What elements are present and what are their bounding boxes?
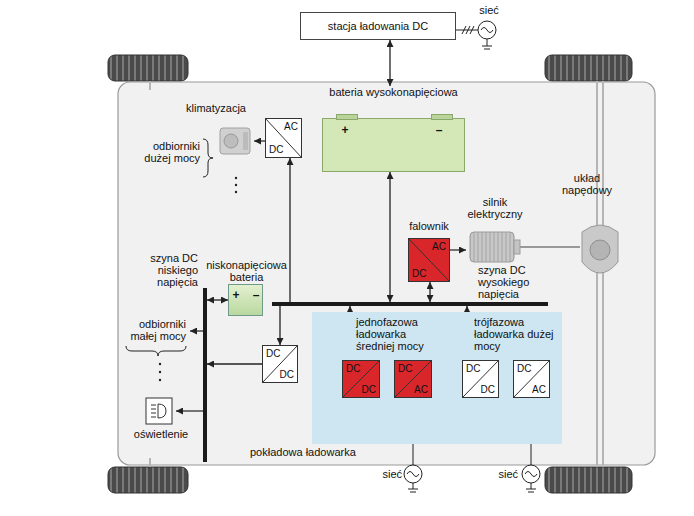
converter-box: DCDC (342, 360, 380, 398)
inverter: falownikAC DC (404, 220, 454, 282)
converter-port: AC (532, 384, 546, 395)
converter-port: DC (412, 268, 426, 279)
diagonal-line (262, 345, 298, 383)
part-label: sieć (488, 468, 518, 480)
part-label: – (432, 124, 446, 136)
bus-bar: szyna DC niskiego napięcia (203, 288, 207, 462)
diagonal-line (342, 360, 380, 398)
station-box: stacja ładowania DC (300, 12, 456, 40)
converter-box: AC DC (265, 118, 302, 158)
battery-label: bateria wysokonapięciowa (322, 86, 465, 98)
connector (389, 172, 390, 302)
converter-port: DC (517, 363, 531, 374)
part-label: + (230, 289, 242, 301)
diagonal-line (408, 238, 450, 282)
converter-box: DCAC (513, 360, 550, 398)
inverter-label: falownik (404, 220, 454, 232)
region-label: pokładowa ładowarka (250, 446, 356, 458)
converter-port: AC (432, 241, 446, 252)
connector (279, 306, 280, 345)
part-label: oświetlenie (126, 428, 196, 440)
converter-box: DCDC (262, 345, 298, 383)
converter-port: AC (414, 384, 428, 395)
brace (203, 139, 213, 177)
part-label: + (338, 124, 352, 136)
battery-terminal (336, 114, 358, 120)
converter-port: DC (481, 384, 495, 395)
part-label: sieć (372, 468, 402, 480)
part-label: silnik elektryczny (460, 196, 530, 220)
converter-port: AC (284, 121, 298, 132)
converter-port: DC (280, 369, 294, 380)
connector (389, 40, 390, 86)
drivetrain-icon (582, 225, 618, 273)
grid-top (456, 21, 496, 49)
diagonal-line (462, 360, 499, 398)
connector (207, 363, 262, 364)
converter-port: DC (266, 348, 280, 359)
air-conditioning-icon (220, 128, 265, 154)
connector (207, 299, 228, 300)
bus-label: szyna DC wysokiego napięcia (478, 264, 560, 300)
converter-port: DC (398, 363, 412, 374)
part-label: odbiorniki dużej mocy (124, 140, 200, 164)
converter-port: DC (362, 384, 376, 395)
diagonal-line (513, 360, 550, 398)
bus-label: szyna DC niskiego napięcia (124, 252, 198, 288)
part-label: jednofazowa ładowarka średniej mocy (356, 316, 436, 352)
converter-port: DC (269, 144, 283, 155)
converter-port: DC (466, 363, 480, 374)
connector (289, 158, 290, 302)
converter-box: DCDC (462, 360, 499, 398)
part-label: układ napędowy (552, 172, 622, 196)
chassis (118, 82, 655, 465)
converter-box: DCAC (394, 360, 432, 398)
station-label: stacja ładowania DC (328, 20, 428, 32)
lamp-icon (146, 398, 203, 424)
diagonal-line (394, 360, 432, 398)
diagonal-line (265, 118, 302, 158)
battery-terminal (431, 114, 453, 120)
part-label: trójfazowa ładowarka dużej mocy (474, 316, 556, 352)
motor-icon (450, 232, 580, 262)
brace (126, 346, 186, 356)
battery-label: niskonapięciowa bateria (203, 259, 291, 283)
part-label: sieć (474, 4, 504, 16)
part-label: – (250, 289, 262, 301)
bus-bar: szyna DC wysokiego napięcia (272, 302, 548, 306)
part-label: odbiorniki małej mocy (120, 318, 186, 342)
axle (150, 81, 603, 467)
connector (429, 282, 430, 302)
load-arrow (190, 330, 203, 331)
part-label: klimatyzacja (176, 102, 256, 114)
converter-port: DC (346, 363, 360, 374)
inverter-box: AC DC (408, 238, 450, 282)
